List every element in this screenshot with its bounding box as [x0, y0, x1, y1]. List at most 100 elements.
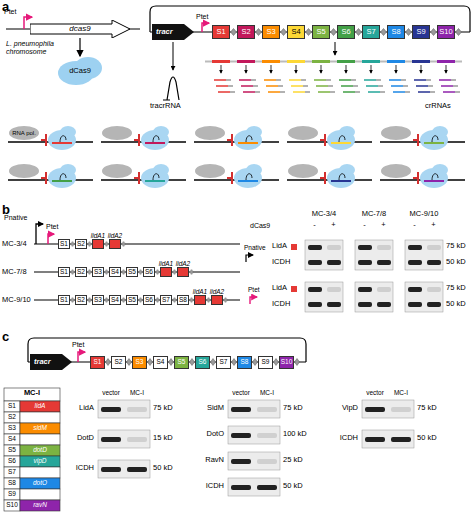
- figure-label: ICDH: [188, 482, 224, 490]
- node-label: S5: [178, 359, 186, 366]
- spacer-box: S2: [237, 25, 255, 39]
- figure-label: ICDH: [322, 434, 358, 442]
- figure-label: LidA: [272, 242, 287, 250]
- spacer-box: S2: [75, 295, 87, 305]
- spacer-box: S7: [362, 25, 380, 39]
- figure-label: MC-7/8: [349, 210, 399, 218]
- node-label: S3: [94, 269, 102, 276]
- node-label: S2: [77, 241, 85, 248]
- spacer-box: S1: [212, 25, 230, 39]
- figure-label: ICDH: [58, 464, 94, 472]
- figure-label: +: [427, 221, 440, 229]
- figure-label: S6: [4, 457, 20, 464]
- spacer-label: lidA2: [176, 261, 190, 268]
- node-label: S6: [199, 359, 207, 366]
- node-label: S2: [115, 359, 123, 366]
- node-label: S4: [291, 28, 300, 36]
- figure-label: crRNAs: [425, 102, 451, 110]
- figure-label: 50 kD: [446, 300, 466, 308]
- figure-label: S10: [4, 501, 20, 508]
- node-label: RNA pol.: [12, 130, 36, 136]
- node-label: S5: [128, 297, 136, 304]
- node-label: S1: [60, 241, 68, 248]
- node-label: tracr: [156, 28, 173, 36]
- node-label: S8: [391, 28, 400, 36]
- protein-blob: dCas9: [56, 56, 104, 86]
- spacer-box: S5: [312, 25, 330, 39]
- node-label: S1: [60, 297, 68, 304]
- figure-label: MC-9/10: [2, 296, 31, 304]
- node-label: S6: [145, 269, 153, 276]
- spacer-box: S8: [177, 295, 189, 305]
- spacer-box: S4: [153, 356, 168, 369]
- figure-label: LidA: [58, 404, 94, 412]
- figure-label: S9: [4, 490, 20, 497]
- spacer-label: lidA1: [193, 289, 207, 296]
- panel-letter: c: [2, 330, 9, 344]
- node-label: S5: [316, 28, 325, 36]
- figure-label: S1: [4, 402, 20, 409]
- figure-label: S8: [4, 479, 20, 486]
- figure-label: 50 kD: [417, 434, 437, 442]
- figure-label: Ptet: [248, 286, 260, 293]
- figure-label: -: [408, 221, 421, 229]
- figure-label: 50 kD: [283, 482, 303, 490]
- figure-label: MC-3/4: [299, 210, 349, 218]
- figure-label: MC-I: [124, 389, 150, 396]
- figure-label: 75 kD: [446, 284, 466, 292]
- plasmid-a: [150, 6, 470, 55]
- figure-label: lidA: [20, 402, 60, 409]
- figure-label: dotO: [20, 479, 60, 486]
- dcas9-complexes: [8, 126, 465, 188]
- figure-label: SidM: [188, 404, 224, 412]
- figure-label: ICDH: [272, 300, 290, 308]
- spacer-box: S7: [216, 356, 231, 369]
- spacer-box: S9: [412, 25, 430, 39]
- figure-label: 75 kD: [153, 404, 173, 412]
- node-label: S8: [179, 297, 187, 304]
- polymerase-oval: RNA pol.: [9, 126, 39, 140]
- tracr-arrow: tracr: [152, 24, 194, 40]
- figure-label: Pnative: [4, 214, 27, 222]
- node-label: S7: [220, 359, 228, 366]
- arrow-connector: [79, 38, 80, 56]
- node-label: S8: [241, 359, 249, 366]
- figure-label: vipD: [20, 457, 60, 464]
- spacer-box: S2: [111, 356, 126, 369]
- figure-label: -: [308, 221, 321, 229]
- spacer-box: S3: [92, 267, 104, 277]
- figure-label: 75 kD: [417, 404, 437, 412]
- figure-label: 50 kD: [446, 258, 466, 266]
- figure-label: L. pneumophila chromosome: [6, 40, 78, 55]
- figure-label: RavN: [188, 456, 224, 464]
- figure-label: 100 kD: [283, 430, 307, 438]
- spacer-box: S2: [75, 239, 87, 249]
- figure-label: MC-I: [388, 389, 414, 396]
- spacer-box: S6: [143, 295, 155, 305]
- spacer-box: S3: [132, 356, 147, 369]
- figure-label: S7: [4, 468, 20, 475]
- spacer-label: lidA2: [210, 289, 224, 296]
- spacer-box: S1: [90, 356, 105, 369]
- spacer-box: S7: [160, 295, 172, 305]
- spacer-table: [4, 388, 60, 511]
- node-label: S6: [341, 28, 350, 36]
- node-label: S3: [136, 359, 144, 366]
- tracr-arrow: tracr: [30, 354, 72, 370]
- node-label: S10: [439, 28, 452, 36]
- target-spacer-box: lidA2: [177, 267, 189, 277]
- target-spacer-box: lidA2: [109, 239, 121, 249]
- node-label: S4: [157, 359, 165, 366]
- figure-label: S5: [4, 446, 20, 453]
- node-label: S7: [162, 297, 170, 304]
- node-label: S4: [111, 269, 119, 276]
- figure-label: S3: [4, 424, 20, 431]
- figure-label: S4: [4, 435, 20, 442]
- figure-label: vector: [98, 389, 124, 396]
- node-label: tracr: [34, 358, 51, 366]
- node-label: dCas9: [69, 67, 91, 75]
- figure-label: vector: [228, 389, 254, 396]
- figure-label: Ptet: [72, 341, 84, 349]
- spacer-box: S1: [58, 295, 70, 305]
- spacer-box: S1: [58, 239, 70, 249]
